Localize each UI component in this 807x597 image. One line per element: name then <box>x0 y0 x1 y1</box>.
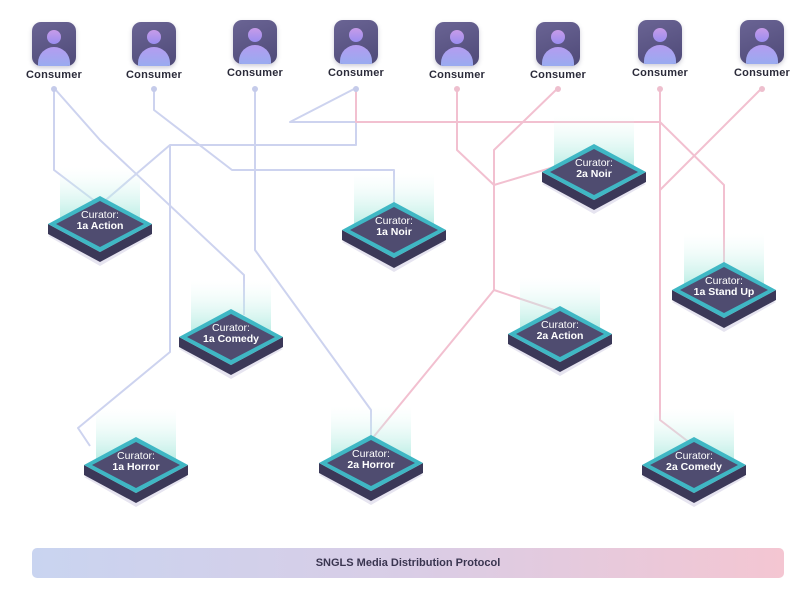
user-avatar-icon <box>132 22 176 66</box>
user-avatar-icon <box>233 20 277 64</box>
connection-line <box>355 90 594 123</box>
user-avatar-icon <box>32 22 76 66</box>
consumer-label: Consumer <box>328 67 384 79</box>
node-side <box>672 290 776 328</box>
node-top <box>650 442 738 488</box>
connection-line <box>370 87 559 441</box>
connector-dot <box>151 86 157 92</box>
consumer-label: Consumer <box>126 69 182 81</box>
connection-line <box>456 88 595 186</box>
curator-name: 2a Comedy <box>665 461 723 473</box>
curator-node-1a-noir: Curator:1a Noir <box>339 216 449 296</box>
curator-label: Curator: <box>541 319 579 331</box>
user-avatar-icon <box>638 20 682 64</box>
curator-node-2a-noir: Curator:2a Noir <box>539 158 649 238</box>
curator-node-1a-stand-up: Curator:1a Stand Up <box>669 276 779 356</box>
connector-dot <box>353 86 359 92</box>
connector-dot <box>454 86 460 92</box>
curator-node-1a-comedy: Curator:1a Comedy <box>176 323 286 403</box>
node-top <box>92 442 180 488</box>
node-side <box>342 230 446 268</box>
curator-name: 1a Noir <box>376 226 412 238</box>
node-top <box>327 440 415 486</box>
connector-dot <box>657 86 663 92</box>
connector-dot <box>252 86 258 92</box>
node-side <box>319 463 423 501</box>
curator-label: Curator: <box>352 448 390 460</box>
connector-dot <box>759 86 765 92</box>
consumer-node: Consumer <box>727 20 797 79</box>
consumer-label: Consumer <box>632 67 688 79</box>
curator-node-2a-horror: Curator:2a Horror <box>316 449 426 529</box>
consumer-node: Consumer <box>220 20 290 79</box>
consumer-label: Consumer <box>734 67 790 79</box>
node-top <box>680 267 768 313</box>
node-top <box>550 149 638 195</box>
user-avatar-icon <box>740 20 784 64</box>
node-top <box>56 201 144 247</box>
node-side <box>642 465 746 503</box>
consumer-label: Consumer <box>26 69 82 81</box>
consumer-label: Consumer <box>227 67 283 79</box>
node-side <box>179 337 283 375</box>
user-avatar-icon <box>334 20 378 64</box>
consumer-node: Consumer <box>625 20 695 79</box>
curator-name: 2a Action <box>536 330 584 342</box>
curator-node-1a-horror: Curator:1a Horror <box>81 451 191 531</box>
curator-label: Curator: <box>375 215 413 227</box>
curator-label: Curator: <box>81 209 119 221</box>
node-side <box>48 224 152 262</box>
curator-name: 1a Action <box>76 220 124 232</box>
node-side <box>84 465 188 503</box>
curator-node-2a-action: Curator:2a Action <box>505 320 615 400</box>
consumer-label: Consumer <box>429 69 485 81</box>
node-side <box>542 172 646 210</box>
node-side <box>508 334 612 372</box>
user-avatar-icon <box>536 22 580 66</box>
curator-node-1a-action: Curator:1a Action <box>45 210 155 290</box>
node-top <box>350 207 438 253</box>
consumer-node: Consumer <box>321 20 391 79</box>
consumer-label: Consumer <box>530 69 586 81</box>
curator-label: Curator: <box>705 275 743 287</box>
curator-label: Curator: <box>575 157 613 169</box>
consumer-node: Consumer <box>422 22 492 81</box>
curator-label: Curator: <box>212 322 250 334</box>
curator-name: 2a Horror <box>347 459 395 471</box>
curator-label: Curator: <box>675 450 713 462</box>
user-avatar-icon <box>435 22 479 66</box>
consumer-node: Consumer <box>119 22 189 81</box>
consumer-node: Consumer <box>19 22 89 81</box>
connection-line <box>659 87 763 191</box>
curator-name: 2a Noir <box>576 168 612 180</box>
node-top <box>516 311 604 357</box>
curator-node-2a-comedy: Curator:2a Comedy <box>639 451 749 531</box>
connection-line <box>289 87 370 123</box>
protocol-label: SNGLS Media Distribution Protocol <box>315 557 501 569</box>
curator-label: Curator: <box>117 450 155 462</box>
node-top <box>187 314 275 360</box>
connection-line <box>77 145 171 447</box>
connector-dot <box>51 86 57 92</box>
curator-name: 1a Horror <box>112 461 160 473</box>
consumer-node: Consumer <box>523 22 593 81</box>
protocol-bar: SNGLS Media Distribution Protocol <box>32 548 784 578</box>
connector-dot <box>555 86 561 92</box>
curator-name: 1a Stand Up <box>693 286 755 298</box>
curator-name: 1a Comedy <box>202 333 260 345</box>
